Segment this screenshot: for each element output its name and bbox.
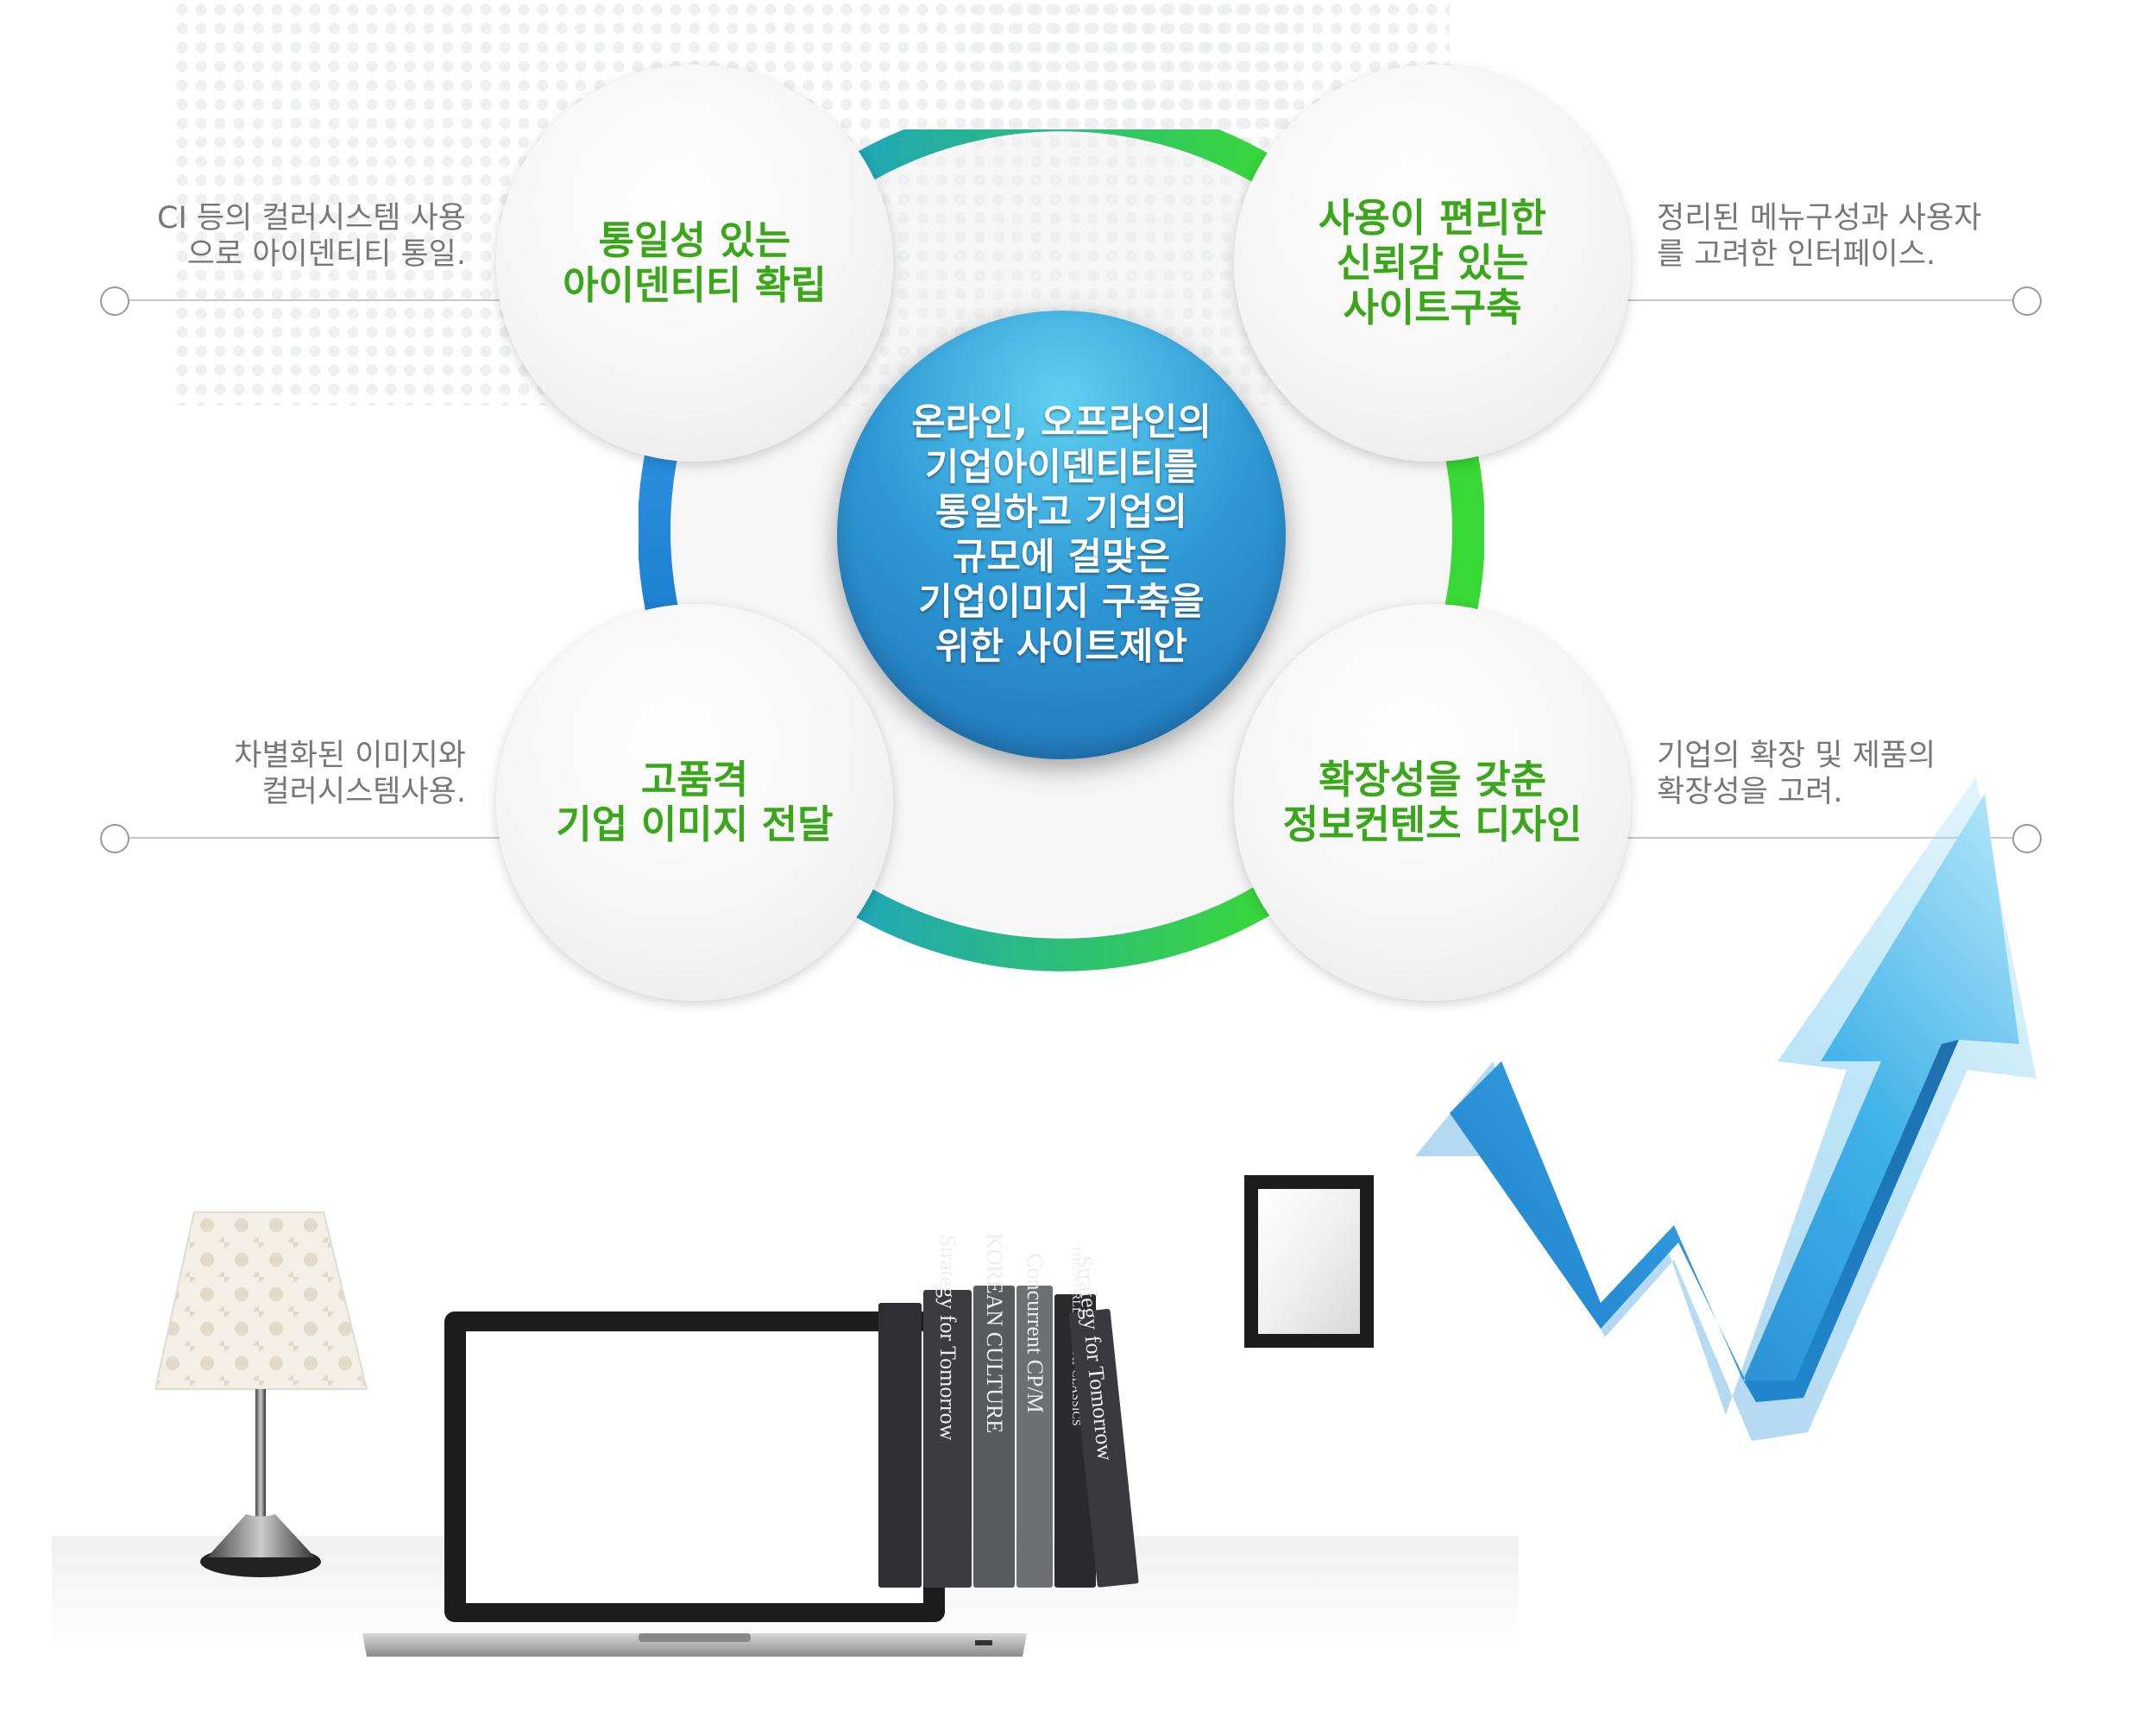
circle-identity: 통일성 있는 아이덴티티 확립 bbox=[496, 65, 893, 462]
circle-scalable-content: 확장성을 갖춘 정보컨텐츠 디자인 bbox=[1234, 604, 1631, 1001]
circle-usability: 사용이 편리한 신뢰감 있는 사이트구축 bbox=[1234, 65, 1631, 462]
book-2: Strategy for Tomorrow bbox=[923, 1235, 972, 1588]
book-1 bbox=[878, 1303, 922, 1588]
book-spine-1: Strategy for Tomorrow bbox=[935, 1234, 960, 1441]
desc-bottom-right: 기업의 확장 및 제품의 확장성을 고려. bbox=[1657, 739, 1936, 809]
connector-node-bottom-left bbox=[100, 824, 129, 853]
title-bottom-left: 고품격 기업 이미지 전달 bbox=[556, 757, 834, 847]
title-bottom-right: 확장성을 갖춘 정보컨텐츠 디자인 bbox=[1282, 757, 1583, 847]
connector-line-top-right bbox=[1622, 299, 2028, 301]
connector-node-bottom-right bbox=[2012, 824, 2042, 853]
center-circle: 온라인, 오프라인의 기업아이덴티티를 통일하고 기업의 규모에 걸맞은 기업이… bbox=[837, 311, 1286, 759]
laptop-icon bbox=[362, 1311, 1027, 1657]
desc-top-right: 정리된 메뉴구성과 사용자 를 고려한 인터페이스. bbox=[1657, 201, 1982, 272]
growth-arrow-icon bbox=[1415, 777, 2036, 1441]
connector-line-bottom-right bbox=[1622, 837, 2028, 839]
desc-bottom-left: 차별화된 이미지와 컬러시스템사용. bbox=[234, 739, 466, 809]
connector-node-top-right bbox=[2012, 286, 2042, 316]
connector-node-top-left bbox=[100, 286, 129, 316]
title-top-left: 통일성 있는 아이덴티티 확립 bbox=[563, 217, 827, 308]
circle-premium-image: 고품격 기업 이미지 전달 bbox=[496, 604, 893, 1001]
desc-top-left: CI 등의 컬러시스템 사용 으로 아이덴티티 통일. bbox=[157, 201, 466, 272]
books-shelf: Strategy for Tomorrow KOREAN CULTURE Con… bbox=[872, 1233, 1156, 1588]
table-lamp-icon bbox=[155, 1211, 368, 1577]
book-4: Concurrent CP/M bbox=[1016, 1253, 1053, 1588]
center-text: 온라인, 오프라인의 기업아이덴티티를 통일하고 기업의 규모에 걸맞은 기업이… bbox=[911, 401, 1212, 669]
connector-line-bottom-left bbox=[121, 837, 500, 839]
book-spine-3: Concurrent CP/M bbox=[1023, 1253, 1048, 1413]
book-3: KOREAN CULTURE bbox=[973, 1233, 1015, 1588]
book-spine-2: KOREAN CULTURE bbox=[982, 1232, 1007, 1434]
title-top-right: 사용이 편리한 신뢰감 있는 사이트구축 bbox=[1318, 195, 1547, 330]
picture-frame-icon bbox=[1244, 1175, 1374, 1348]
connector-line-top-left bbox=[121, 299, 500, 301]
